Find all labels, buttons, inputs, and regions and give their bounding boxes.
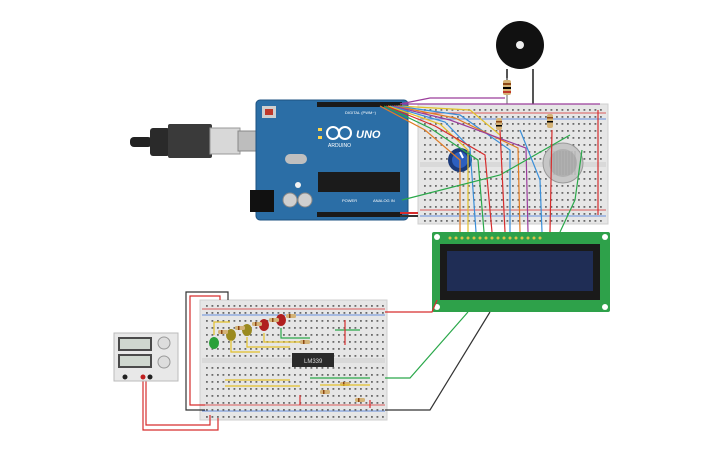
usb-cable-icon [130, 124, 259, 158]
resistor [286, 314, 296, 318]
led-green [209, 337, 219, 349]
analog-pins-label: ANALOG IN [373, 198, 395, 203]
resistor [235, 326, 245, 330]
wire-bundle [142, 291, 491, 431]
power-pins-label: POWER [342, 198, 357, 203]
power-supply-icon [113, 332, 179, 382]
resistor [218, 330, 228, 334]
resistor [355, 398, 365, 402]
arduino-uno-board: ARDUINO UNO DIGITAL (PWM~) POWER ANALOG … [250, 99, 409, 221]
resistor [252, 322, 262, 326]
ic-label: LM339 [304, 359, 323, 365]
wire-bundle [379, 97, 600, 233]
arduino-logo-icon [326, 126, 352, 140]
lcd-display [432, 232, 610, 312]
resistor [269, 318, 279, 322]
arduino-brand-label: ARDUINO [328, 143, 351, 149]
led-red [276, 314, 286, 326]
resistor [547, 114, 553, 128]
led-red [259, 319, 269, 331]
comparator-ic: LM339 [292, 353, 334, 367]
buzzer-icon [496, 21, 544, 108]
resistor [320, 390, 330, 394]
led-yellow [226, 329, 236, 341]
resistor [503, 78, 511, 108]
arduino-model-label: UNO [356, 129, 381, 141]
digital-pins-label: DIGITAL (PWM~) [345, 110, 377, 115]
gas-sensor-icon [542, 142, 584, 184]
resistor [496, 118, 502, 130]
resistor [300, 340, 310, 344]
